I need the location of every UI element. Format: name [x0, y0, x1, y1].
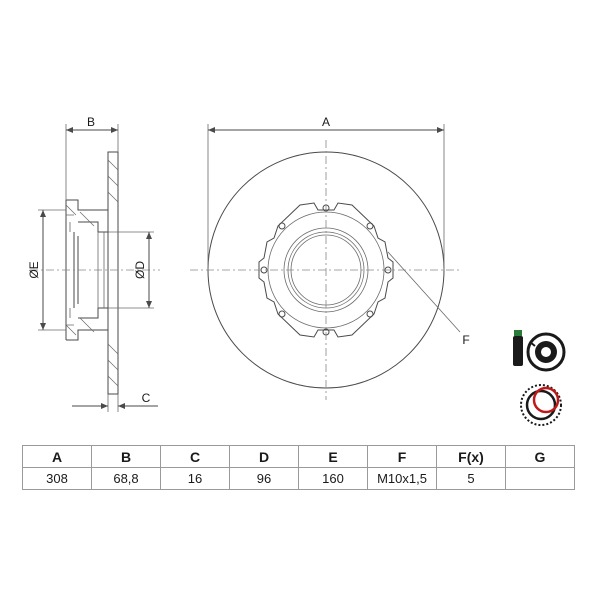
header-g: G — [505, 445, 575, 468]
abs-ring-icon — [520, 384, 562, 426]
dim-label-a: A — [322, 115, 330, 129]
header-e: E — [298, 445, 368, 468]
value-c: 16 — [160, 467, 230, 490]
header-fx: F(x) — [436, 445, 506, 468]
dim-label-c: C — [142, 391, 151, 405]
value-f: M10x1,5 — [367, 467, 437, 490]
dimension-e: ØE — [27, 209, 66, 331]
sensor-ring-icon — [513, 330, 566, 372]
dimension-b: B — [65, 115, 119, 200]
dimension-a: A — [207, 115, 445, 270]
dim-label-b: B — [87, 115, 95, 129]
side-section-view — [30, 151, 160, 395]
spec-table-value-row: 308 68,8 16 96 160 M10x1,5 5 — [22, 467, 575, 490]
dim-label-d: ØD — [133, 261, 147, 279]
value-g — [505, 467, 575, 490]
spec-table-header-row: A B C D E F F(x) G — [22, 445, 575, 468]
value-fx: 5 — [436, 467, 506, 490]
dimension-c: C — [72, 391, 158, 412]
front-view: F — [190, 140, 470, 400]
value-a: 308 — [22, 467, 92, 490]
header-b: B — [91, 445, 161, 468]
value-e: 160 — [298, 467, 368, 490]
header-d: D — [229, 445, 299, 468]
dim-label-f: F — [462, 333, 469, 347]
value-b: 68,8 — [91, 467, 161, 490]
value-d: 96 — [229, 467, 299, 490]
dim-label-e: ØE — [27, 261, 41, 278]
header-f: F — [367, 445, 437, 468]
spec-table: A B C D E F F(x) G 308 68,8 16 96 160 M1… — [22, 445, 575, 490]
dimension-d: ØD — [108, 231, 154, 309]
header-a: A — [22, 445, 92, 468]
header-c: C — [160, 445, 230, 468]
